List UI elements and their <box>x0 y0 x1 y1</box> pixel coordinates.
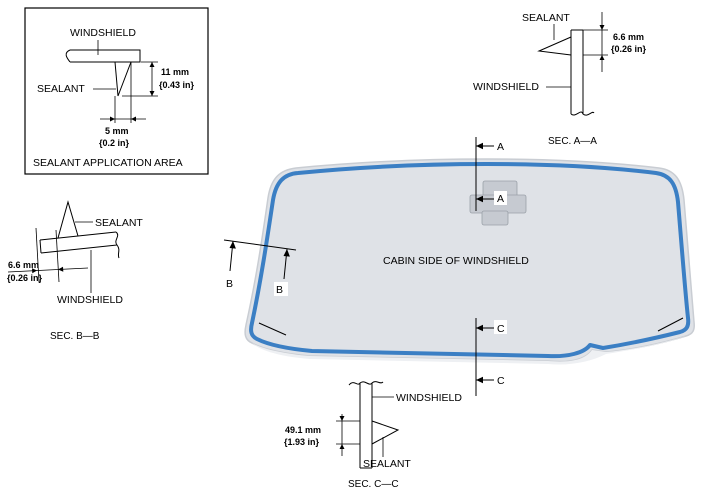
cut-c-top-label: C <box>497 323 505 335</box>
sec-a-glass-section <box>570 29 584 114</box>
sec-c-dim-in: {1.93 in} <box>284 437 320 447</box>
sec-c-sealant-label: SEALANT <box>363 458 411 470</box>
inset-frame <box>24 7 209 175</box>
sec-a-caption: SEC. A—A <box>548 136 597 147</box>
sec-c-windshield-label: WINDSHIELD <box>396 392 462 404</box>
cut-c-top-arrow <box>476 324 483 332</box>
sec-a-dim-mm: 6.6 mm <box>613 32 644 42</box>
sec-b-glass-end <box>39 239 42 254</box>
sec-b-windshield-label: WINDSHIELD <box>57 294 123 306</box>
inset-width-mm: 5 mm <box>105 126 129 136</box>
inset-height-in: {0.43 in} <box>159 80 195 90</box>
sec-a-glass-break <box>570 111 595 116</box>
cut-a-top-label: A <box>497 141 504 153</box>
sec-b-dim-ext-right <box>55 229 60 283</box>
sec-c-glass-break <box>348 381 384 386</box>
sec-a-sealant-label: SEALANT <box>522 12 570 24</box>
sec-a-sealant-shape <box>537 36 572 56</box>
cut-c-bottom-arrow <box>476 376 483 384</box>
windshield-main-view: CABIN SIDE OF WINDSHIELD A A B B C C <box>223 137 695 396</box>
section-b-b: SEALANT 6.6 mm {0.26 in} WINDSHIELD SEC.… <box>7 200 143 342</box>
sec-a-dim-in: {0.26 in} <box>611 44 647 54</box>
sealant-bead <box>249 162 691 359</box>
inset-glass-break <box>65 49 71 63</box>
cut-c-top-label-bg <box>494 320 507 334</box>
cut-a-top-arrow <box>476 142 483 150</box>
sec-b-dim-ext-left <box>35 227 40 283</box>
cut-a-bottom-label-bg <box>494 191 507 205</box>
sec-c-sealant-shape <box>371 420 400 445</box>
sec-b-sealant-label: SEALANT <box>95 217 143 229</box>
section-a-a: SEALANT WINDSHIELD 6.6 mm {0.26 in} SEC.… <box>473 12 647 147</box>
sec-c-glass-section <box>359 383 373 469</box>
windshield-lower-shade <box>252 336 686 365</box>
sec-c-dim-mm: 49.1 mm <box>285 425 321 435</box>
inset-glass-section <box>70 49 141 63</box>
cut-a-bottom-label: A <box>497 193 504 205</box>
cut-line-b <box>223 239 297 251</box>
cut-b-right-label: B <box>276 284 283 296</box>
inset-sealant-shape <box>114 61 132 97</box>
inset-height-mm: 11 mm <box>161 67 189 77</box>
sec-b-dim-mm: 6.6 mm <box>8 260 39 270</box>
sec-c-caption: SEC. C—C <box>348 479 399 490</box>
sec-b-dim-in: {0.26 in} <box>7 273 43 283</box>
inset-caption: SEALANT APPLICATION AREA <box>33 157 183 169</box>
inset-sealant-label: SEALANT <box>37 83 85 95</box>
cut-b-left-arrow <box>229 241 236 249</box>
sec-a-windshield-label: WINDSHIELD <box>473 81 539 93</box>
sec-b-sealant-shape <box>57 200 79 239</box>
cut-b-right-arrow <box>283 249 290 257</box>
corner-mark-left <box>258 322 287 336</box>
section-c-c: WINDSHIELD SEALANT 49.1 mm {1.93 in} SEC… <box>284 381 462 490</box>
inset-width-in: {0.2 in} <box>99 138 130 148</box>
cut-b-left-label: B <box>226 278 233 290</box>
sec-b-glass-break <box>115 231 120 259</box>
inset-windshield-label: WINDSHIELD <box>70 27 136 39</box>
sealant-application-inset: WINDSHIELD SEALANT 11 mm {0.43 in} 5 mm … <box>24 7 209 175</box>
corner-mark-right <box>657 317 684 332</box>
cabin-side-label: CABIN SIDE OF WINDSHIELD <box>383 255 529 267</box>
sec-b-glass-section <box>39 231 118 254</box>
sec-b-caption: SEC. B—B <box>50 331 100 342</box>
cut-a-bottom-arrow <box>476 195 483 203</box>
cut-b-right-label-bg <box>274 282 288 296</box>
sec-b-dim-line <box>7 267 89 273</box>
cut-c-bottom-label: C <box>497 375 505 387</box>
